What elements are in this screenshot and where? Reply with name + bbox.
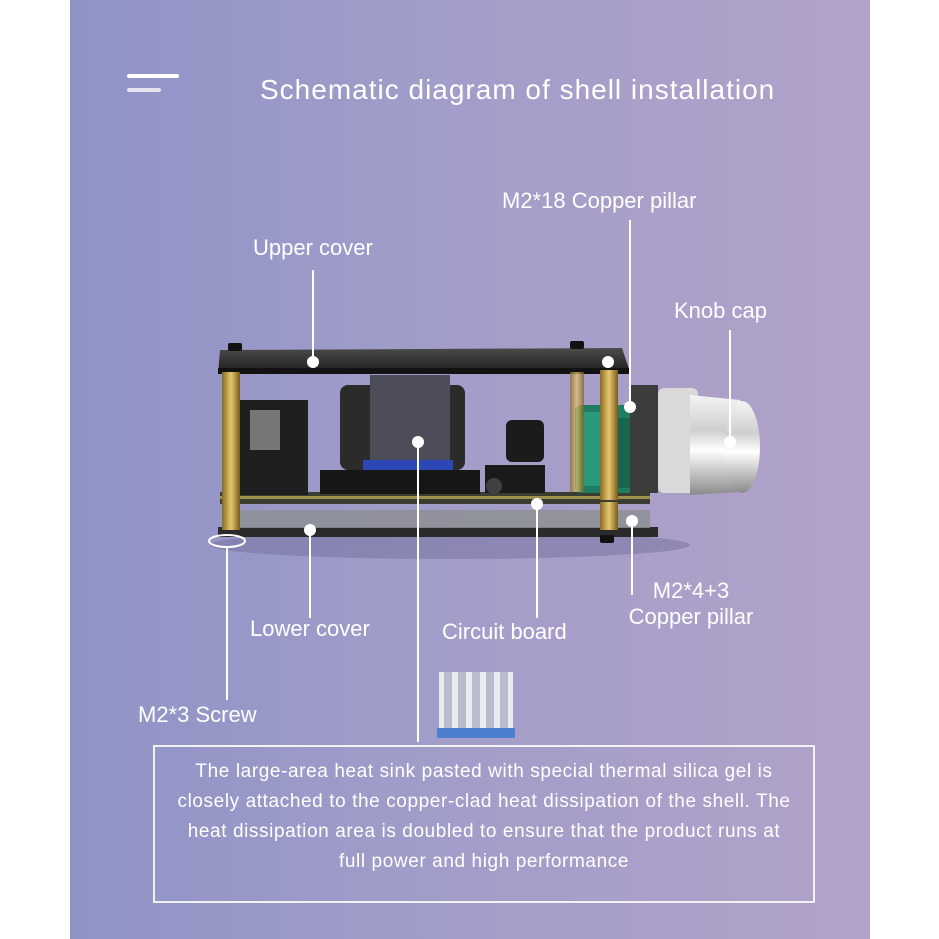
callout-dots [304,356,736,536]
label-copper-pillar-line2: Copper pillar [628,604,754,629]
description-text: The large-area heat sink pasted with spe… [177,761,791,872]
diagram-panel: Schematic diagram of shell installation [70,0,870,939]
label-copper-pillar-m2-4-3: M2*4+3 Copper pillar [616,578,766,630]
menu-icon-line-bottom [127,88,161,92]
circuit-board-assembly [220,375,650,504]
label-m2-3-screw: M2*3 Screw [138,702,257,727]
label-lower-cover: Lower cover [250,616,370,641]
label-circuit-board: Circuit board [442,619,567,644]
amplifier-assembly-illustration [208,220,760,742]
description-box: The large-area heat sink pasted with spe… [153,745,815,903]
label-knob-cap: Knob cap [674,298,767,323]
upper-cover-plate [218,341,630,374]
label-copper-pillar-m2-18: M2*18 Copper pillar [502,188,697,213]
heat-sink-icon [437,672,515,738]
label-upper-cover: Upper cover [253,235,373,260]
lower-cover-plate [218,510,658,543]
callout-leaders [208,220,731,742]
menu-icon-line-top [127,74,179,78]
copper-pillars [222,370,618,530]
knob-cap-shape [630,385,760,495]
label-copper-pillar-line1: M2*4+3 [652,578,730,603]
device-shadow [210,531,690,559]
page-title: Schematic diagram of shell installation [260,74,776,105]
